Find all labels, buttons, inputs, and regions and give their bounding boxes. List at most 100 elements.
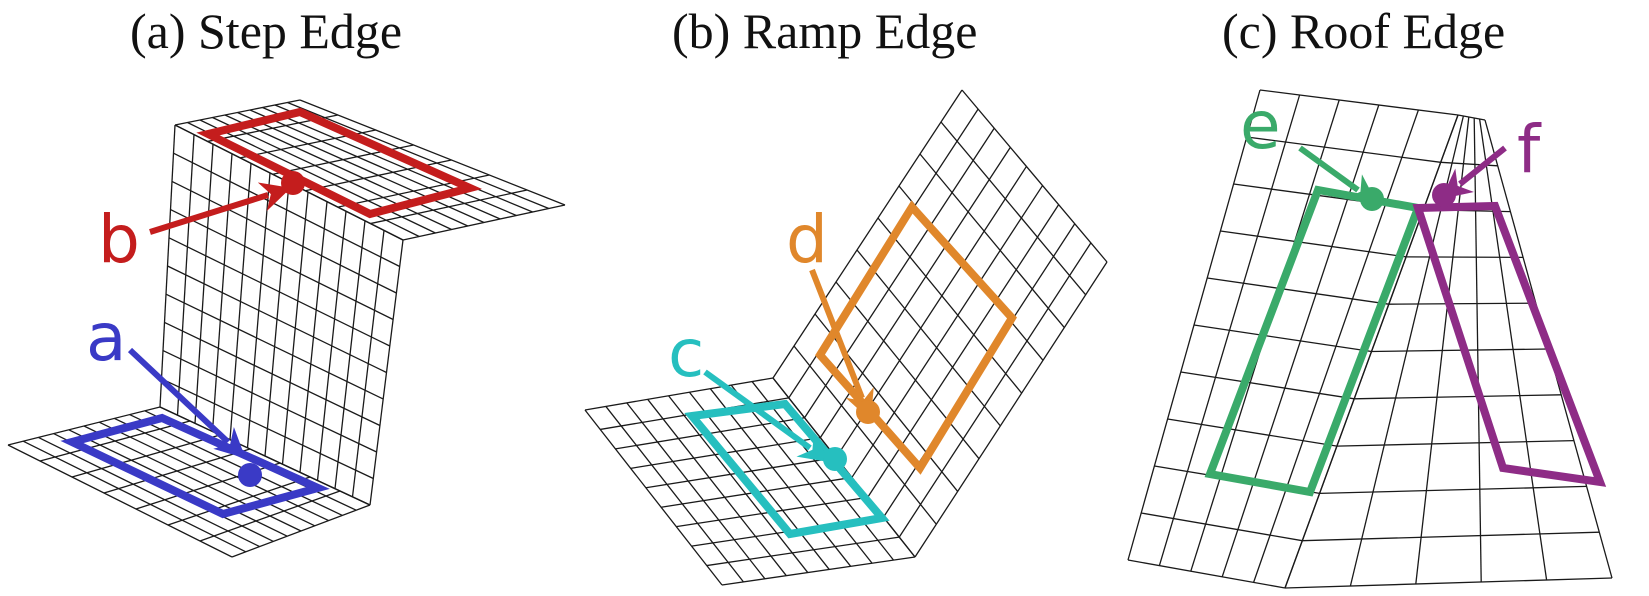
mesh-line bbox=[1284, 577, 1613, 589]
mesh-line bbox=[39, 420, 191, 462]
mesh-line bbox=[851, 185, 1044, 478]
mesh-line bbox=[402, 204, 566, 241]
mesh-line bbox=[249, 109, 501, 220]
mesh-line bbox=[772, 89, 963, 379]
mesh-line bbox=[176, 134, 195, 416]
arrow-d bbox=[809, 268, 874, 421]
mesh-line bbox=[730, 384, 873, 564]
mesh-line bbox=[351, 230, 385, 497]
mesh-line bbox=[114, 417, 329, 522]
point-e bbox=[1360, 187, 1384, 211]
mesh-line bbox=[1371, 348, 1549, 353]
mesh-line bbox=[299, 201, 328, 473]
mesh-line bbox=[605, 406, 744, 583]
mesh-line bbox=[1193, 324, 1372, 353]
mesh-line bbox=[721, 556, 916, 586]
mesh-line bbox=[159, 124, 176, 408]
mesh-line bbox=[287, 101, 550, 210]
label-e: e bbox=[1240, 87, 1281, 164]
mesh-line bbox=[337, 174, 490, 208]
mesh-line bbox=[71, 434, 221, 478]
mesh-line bbox=[231, 504, 371, 558]
mesh-line bbox=[1127, 89, 1261, 561]
mesh-line bbox=[647, 398, 787, 577]
mesh-line bbox=[370, 189, 528, 225]
mesh-line bbox=[83, 425, 302, 532]
mesh-line bbox=[751, 381, 895, 561]
mesh-line bbox=[584, 377, 774, 411]
mesh-line bbox=[262, 106, 517, 217]
mesh-line bbox=[1319, 485, 1587, 495]
roof-edge-mesh bbox=[1127, 89, 1613, 589]
mesh-line bbox=[1388, 302, 1536, 305]
mesh-line bbox=[793, 345, 937, 525]
mesh-line bbox=[1354, 394, 1562, 400]
mesh-line bbox=[246, 172, 271, 448]
mesh-line bbox=[856, 249, 1001, 427]
mesh-line bbox=[961, 89, 1108, 263]
mesh-line bbox=[1336, 439, 1574, 447]
step-edge-overlays: a b bbox=[60, 107, 483, 519]
mesh-line bbox=[98, 421, 316, 527]
ramp-edge-overlays: c d bbox=[668, 200, 1017, 539]
arrow-b bbox=[149, 182, 291, 235]
mesh-line bbox=[867, 204, 1060, 498]
mesh-line bbox=[1252, 109, 1420, 583]
label-a: a bbox=[86, 299, 126, 376]
window-f bbox=[1412, 201, 1607, 487]
label-c: c bbox=[668, 315, 704, 392]
mesh-line bbox=[940, 121, 1087, 296]
mesh-line bbox=[211, 153, 233, 432]
mesh-line bbox=[167, 476, 311, 526]
step-edge-mesh bbox=[7, 99, 566, 558]
mesh-line bbox=[264, 182, 290, 457]
mesh-line bbox=[709, 388, 852, 567]
mesh-line bbox=[1246, 136, 1441, 163]
mesh-line bbox=[194, 144, 214, 424]
mesh-line bbox=[1259, 89, 1459, 116]
mesh-line bbox=[1457, 114, 1486, 121]
roof-edge-overlays: e f bbox=[1204, 87, 1607, 497]
mesh-line bbox=[1406, 256, 1524, 259]
mesh-line bbox=[1127, 559, 1286, 589]
mesh-line bbox=[1478, 118, 1548, 581]
mesh-line bbox=[129, 414, 343, 516]
mesh-line bbox=[898, 242, 1092, 538]
mesh-line bbox=[706, 536, 900, 567]
mesh-line bbox=[1302, 531, 1600, 542]
mesh-line bbox=[919, 153, 1065, 328]
mesh-line bbox=[1167, 418, 1338, 447]
label-b: b bbox=[98, 201, 140, 278]
window-d bbox=[815, 200, 1017, 475]
mesh-line bbox=[1158, 94, 1301, 566]
window-b bbox=[196, 107, 483, 219]
arrow-e bbox=[1298, 145, 1378, 205]
point-a bbox=[238, 463, 262, 487]
mesh-line bbox=[1221, 104, 1380, 578]
mesh-line bbox=[229, 163, 252, 440]
mesh-line bbox=[914, 261, 1108, 558]
mesh-line bbox=[626, 402, 766, 580]
mesh-line bbox=[316, 211, 347, 481]
mesh-line bbox=[668, 395, 809, 573]
mesh-line bbox=[1473, 117, 1482, 583]
mesh-line bbox=[38, 436, 260, 548]
mesh-line bbox=[224, 114, 469, 227]
point-c bbox=[823, 447, 847, 471]
mesh-line bbox=[877, 217, 1023, 394]
mesh-line bbox=[174, 99, 301, 126]
mesh-line bbox=[299, 99, 566, 206]
mesh-line bbox=[22, 440, 247, 553]
mesh-line bbox=[68, 429, 288, 537]
point-d bbox=[856, 400, 880, 424]
mesh-line bbox=[7, 406, 161, 446]
mesh-line bbox=[199, 119, 436, 234]
mesh-line bbox=[835, 281, 980, 460]
point-f bbox=[1432, 183, 1456, 207]
ramp-edge-mesh bbox=[584, 89, 1108, 586]
mesh-line bbox=[1141, 512, 1303, 542]
mesh-line bbox=[1284, 114, 1459, 589]
mesh-line bbox=[584, 409, 723, 586]
mesh-line bbox=[237, 111, 485, 224]
